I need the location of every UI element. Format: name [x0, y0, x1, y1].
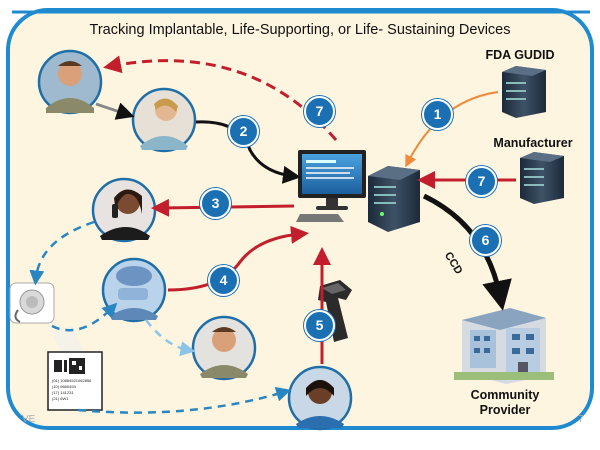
flow-arrow	[167, 225, 309, 292]
scanner-icon	[318, 280, 352, 342]
flow-arrow	[51, 302, 118, 332]
phone-agent-icon	[91, 177, 157, 243]
barcode-label-icon: (01) 10884521062856 (10) 6660494 (17) 14…	[47, 326, 104, 411]
implant-device-icon	[9, 282, 55, 324]
computer-icon	[296, 150, 366, 222]
flow-arrow	[195, 120, 301, 184]
step-badge: 7	[304, 96, 335, 127]
barcode-text-line: (21) 6W1	[52, 396, 69, 401]
server-icon	[520, 152, 564, 204]
flow-arrow	[145, 319, 196, 357]
step-badge: 5	[304, 310, 335, 341]
step-badge: 4	[208, 265, 239, 296]
page-number: 7	[578, 414, 584, 425]
surgeon-icon	[101, 257, 167, 323]
doctor-icon	[287, 365, 353, 431]
manufacturer-label: Manufacturer	[493, 136, 573, 150]
patient-soldier-icon	[37, 49, 103, 115]
barcode-text-line: (01) 10884521062856	[52, 378, 92, 383]
patient-soldier-icon	[191, 315, 257, 381]
flow-arrow	[77, 386, 292, 414]
page-title: Tracking Implantable, Life-Supporting, o…	[89, 22, 511, 38]
provider-label: Provider	[479, 403, 531, 417]
fda-gudid-label: FDA GUDID	[485, 48, 555, 62]
step-badge: 2	[228, 116, 259, 147]
community-label: Community	[470, 388, 540, 402]
hospital-building-icon	[454, 308, 554, 384]
step-badge: 3	[200, 188, 231, 219]
barcode-text-line: (10) 6660494	[52, 384, 77, 389]
flow-arrow	[29, 220, 95, 286]
server-icon	[368, 166, 420, 232]
footer-left-text: VE	[22, 414, 36, 425]
flow-arrow	[95, 102, 135, 120]
barcode-text-line: (17) 141231	[52, 390, 74, 395]
step-badge: 1	[422, 99, 453, 130]
nurse-icon	[131, 87, 197, 153]
step-badge: 6	[470, 225, 501, 256]
step-badge: 7	[466, 166, 497, 197]
server-icon	[502, 66, 546, 118]
